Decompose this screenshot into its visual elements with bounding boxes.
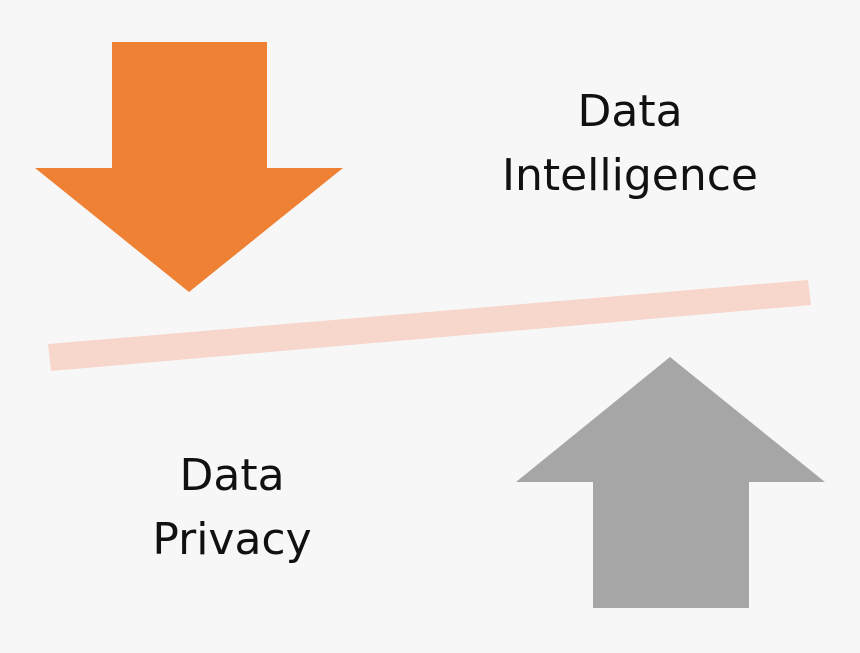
data-privacy-line-1: Data xyxy=(179,450,285,501)
data-privacy-line-2: Privacy xyxy=(152,514,312,565)
data-intelligence-line-1: Data xyxy=(577,86,683,137)
balance-beam xyxy=(48,280,811,371)
data-intelligence-line-2: Intelligence xyxy=(501,150,758,201)
down-arrow-icon xyxy=(35,42,343,292)
data-privacy-label: Data Privacy xyxy=(92,444,372,572)
up-arrow-icon xyxy=(516,357,825,608)
data-intelligence-label: Data Intelligence xyxy=(470,80,790,208)
